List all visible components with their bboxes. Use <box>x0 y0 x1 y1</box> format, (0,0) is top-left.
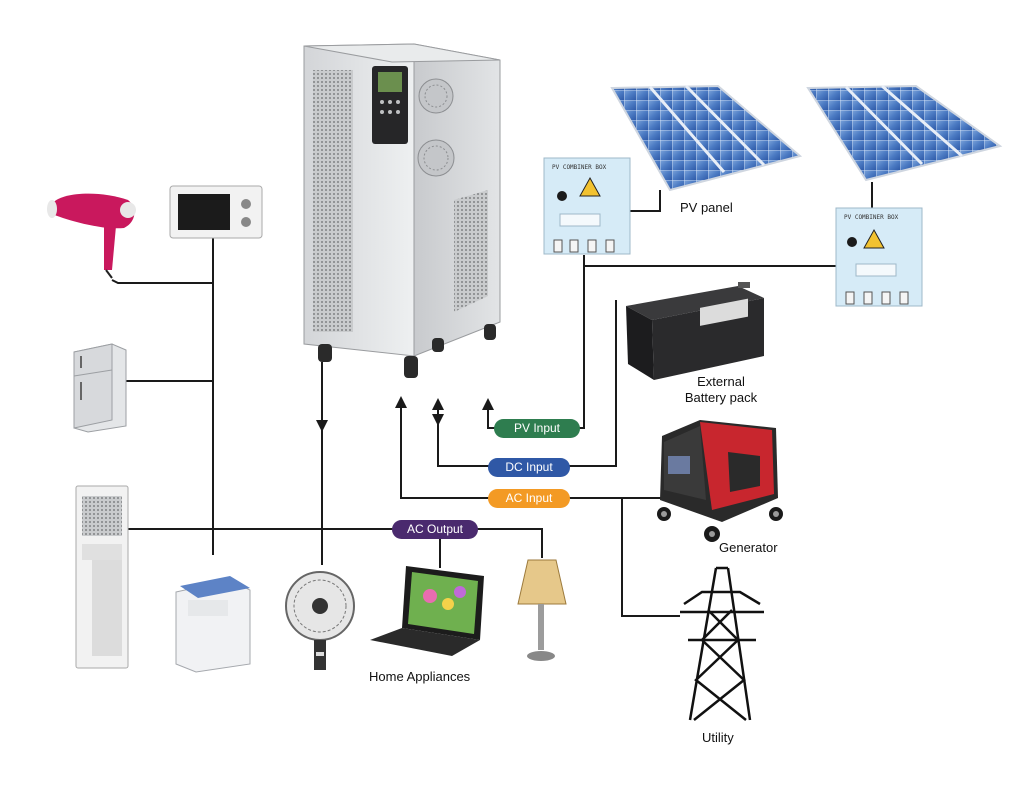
combiner-box-label-left: PV COMBINER BOX <box>552 164 607 171</box>
inverter-cabinet <box>303 43 501 378</box>
battery-pack <box>626 282 764 380</box>
home-appliances-label: Home Appliances <box>369 669 471 684</box>
generator <box>657 420 783 542</box>
refrigerator <box>73 343 127 433</box>
pv-input-wire <box>487 255 585 429</box>
standing-fan <box>285 571 355 670</box>
laptop <box>370 566 484 656</box>
battery-label: External Battery pack <box>684 374 758 405</box>
ac-input-badge: AC Input <box>488 489 570 508</box>
pv-combiner-box-left <box>543 157 631 255</box>
solar-panel-left <box>610 84 803 192</box>
washing-machine <box>175 576 251 673</box>
pv-input-arrow <box>482 398 494 410</box>
pv-input-badge: PV Input <box>494 419 580 438</box>
ac-output-badge: AC Output <box>392 520 478 539</box>
pv-panel-label: PV panel <box>680 200 733 215</box>
dc-input-arrow-down <box>432 414 444 426</box>
utility-tower <box>680 566 764 721</box>
hairdryer-wire <box>111 279 213 284</box>
combiner-box-label-right: PV COMBINER BOX <box>844 214 899 221</box>
inverter-wheels <box>318 324 496 378</box>
pv-panel-wire <box>628 190 661 212</box>
inverter-vent-grille <box>313 70 353 332</box>
ac-input-arrow <box>395 396 407 408</box>
utility-label: Utility <box>702 730 734 745</box>
dc-input-arrow-up <box>432 398 444 410</box>
hair-dryer <box>47 193 136 279</box>
dc-input-badge: DC Input <box>488 458 570 477</box>
fan-arrow <box>316 420 328 432</box>
air-conditioner <box>75 485 129 669</box>
pv-combiner-box-right <box>835 207 923 307</box>
ac-output-wire <box>128 528 543 558</box>
inverter-fan-2 <box>417 139 455 177</box>
solar-panel-right <box>806 84 1003 182</box>
inverter-side-vent <box>454 190 488 312</box>
flow-arrows <box>316 396 494 432</box>
wiring <box>111 182 873 617</box>
microwave <box>169 185 263 239</box>
inverter-fan <box>418 78 454 114</box>
generator-label: Generator <box>719 540 778 555</box>
table-lamp <box>517 559 567 661</box>
